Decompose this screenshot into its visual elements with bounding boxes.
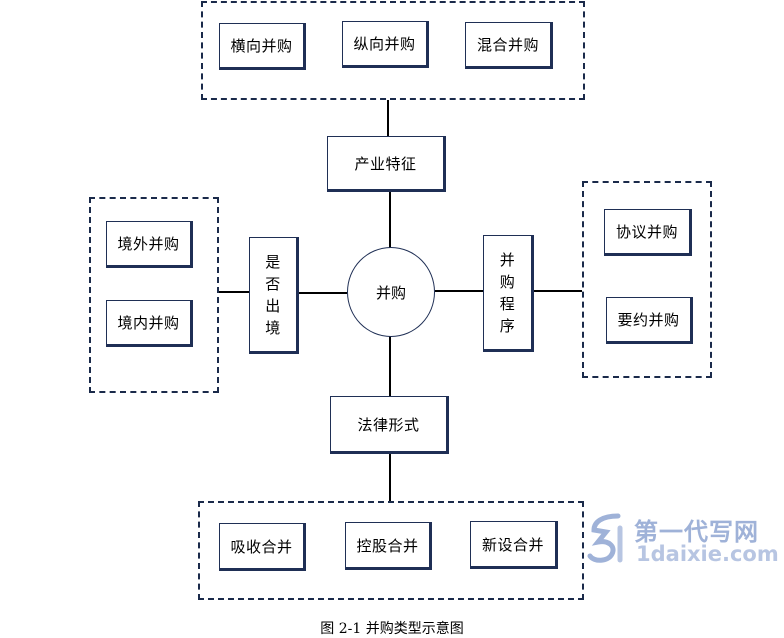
group-legal-form bbox=[198, 501, 584, 600]
char: 并 bbox=[499, 250, 516, 269]
node-mixed-merger: 混合并购 bbox=[465, 22, 553, 69]
line-top-hub bbox=[389, 191, 391, 248]
char: 程 bbox=[499, 294, 516, 313]
node-legal-form: 法律形式 bbox=[330, 396, 449, 454]
watermark-text-cn: 第一代写网 bbox=[634, 518, 759, 546]
node-domestic-merger: 境内并购 bbox=[106, 300, 193, 347]
char: 境 bbox=[265, 318, 281, 337]
node-overseas-merger: 境外并购 bbox=[106, 221, 193, 268]
line-top bbox=[387, 100, 389, 136]
line-bottom-hub bbox=[389, 336, 391, 397]
node-agreement-merger: 协议并购 bbox=[604, 209, 692, 256]
line-left-hub bbox=[298, 292, 347, 294]
node-industry-feature: 产业特征 bbox=[327, 136, 446, 192]
watermark-logo: 第一代写网 1daixie.com bbox=[582, 510, 782, 572]
watermark-emblem-icon bbox=[587, 513, 623, 563]
node-absorption-merger: 吸收合并 bbox=[219, 523, 306, 571]
watermark-text-en: 1daixie.com bbox=[636, 542, 779, 566]
line-right-hub bbox=[435, 290, 484, 292]
char: 出 bbox=[265, 296, 281, 315]
char: 购 bbox=[499, 272, 516, 291]
node-merger-procedure: 并 购 程 序 bbox=[483, 235, 534, 352]
line-left bbox=[218, 291, 249, 293]
line-bottom bbox=[389, 453, 391, 501]
node-vertical-merger: 纵向并购 bbox=[342, 21, 429, 68]
node-horizontal-merger: 横向并购 bbox=[219, 23, 306, 70]
figure-caption: 图 2-1 并购类型示意图 bbox=[320, 621, 464, 637]
char: 序 bbox=[499, 316, 516, 335]
group-cross-border bbox=[89, 197, 219, 393]
group-procedure bbox=[582, 181, 712, 378]
line-right bbox=[533, 290, 582, 292]
char: 否 bbox=[265, 274, 281, 293]
node-holding-merger: 控股合并 bbox=[345, 522, 432, 570]
node-merger-center: 并购 bbox=[347, 247, 435, 337]
node-new-merger: 新设合并 bbox=[470, 521, 558, 569]
group-industry bbox=[201, 1, 585, 100]
node-cross-border: 是 否 出 境 bbox=[249, 237, 299, 354]
node-tender-merger: 要约并购 bbox=[606, 297, 693, 344]
char: 是 bbox=[265, 252, 281, 271]
